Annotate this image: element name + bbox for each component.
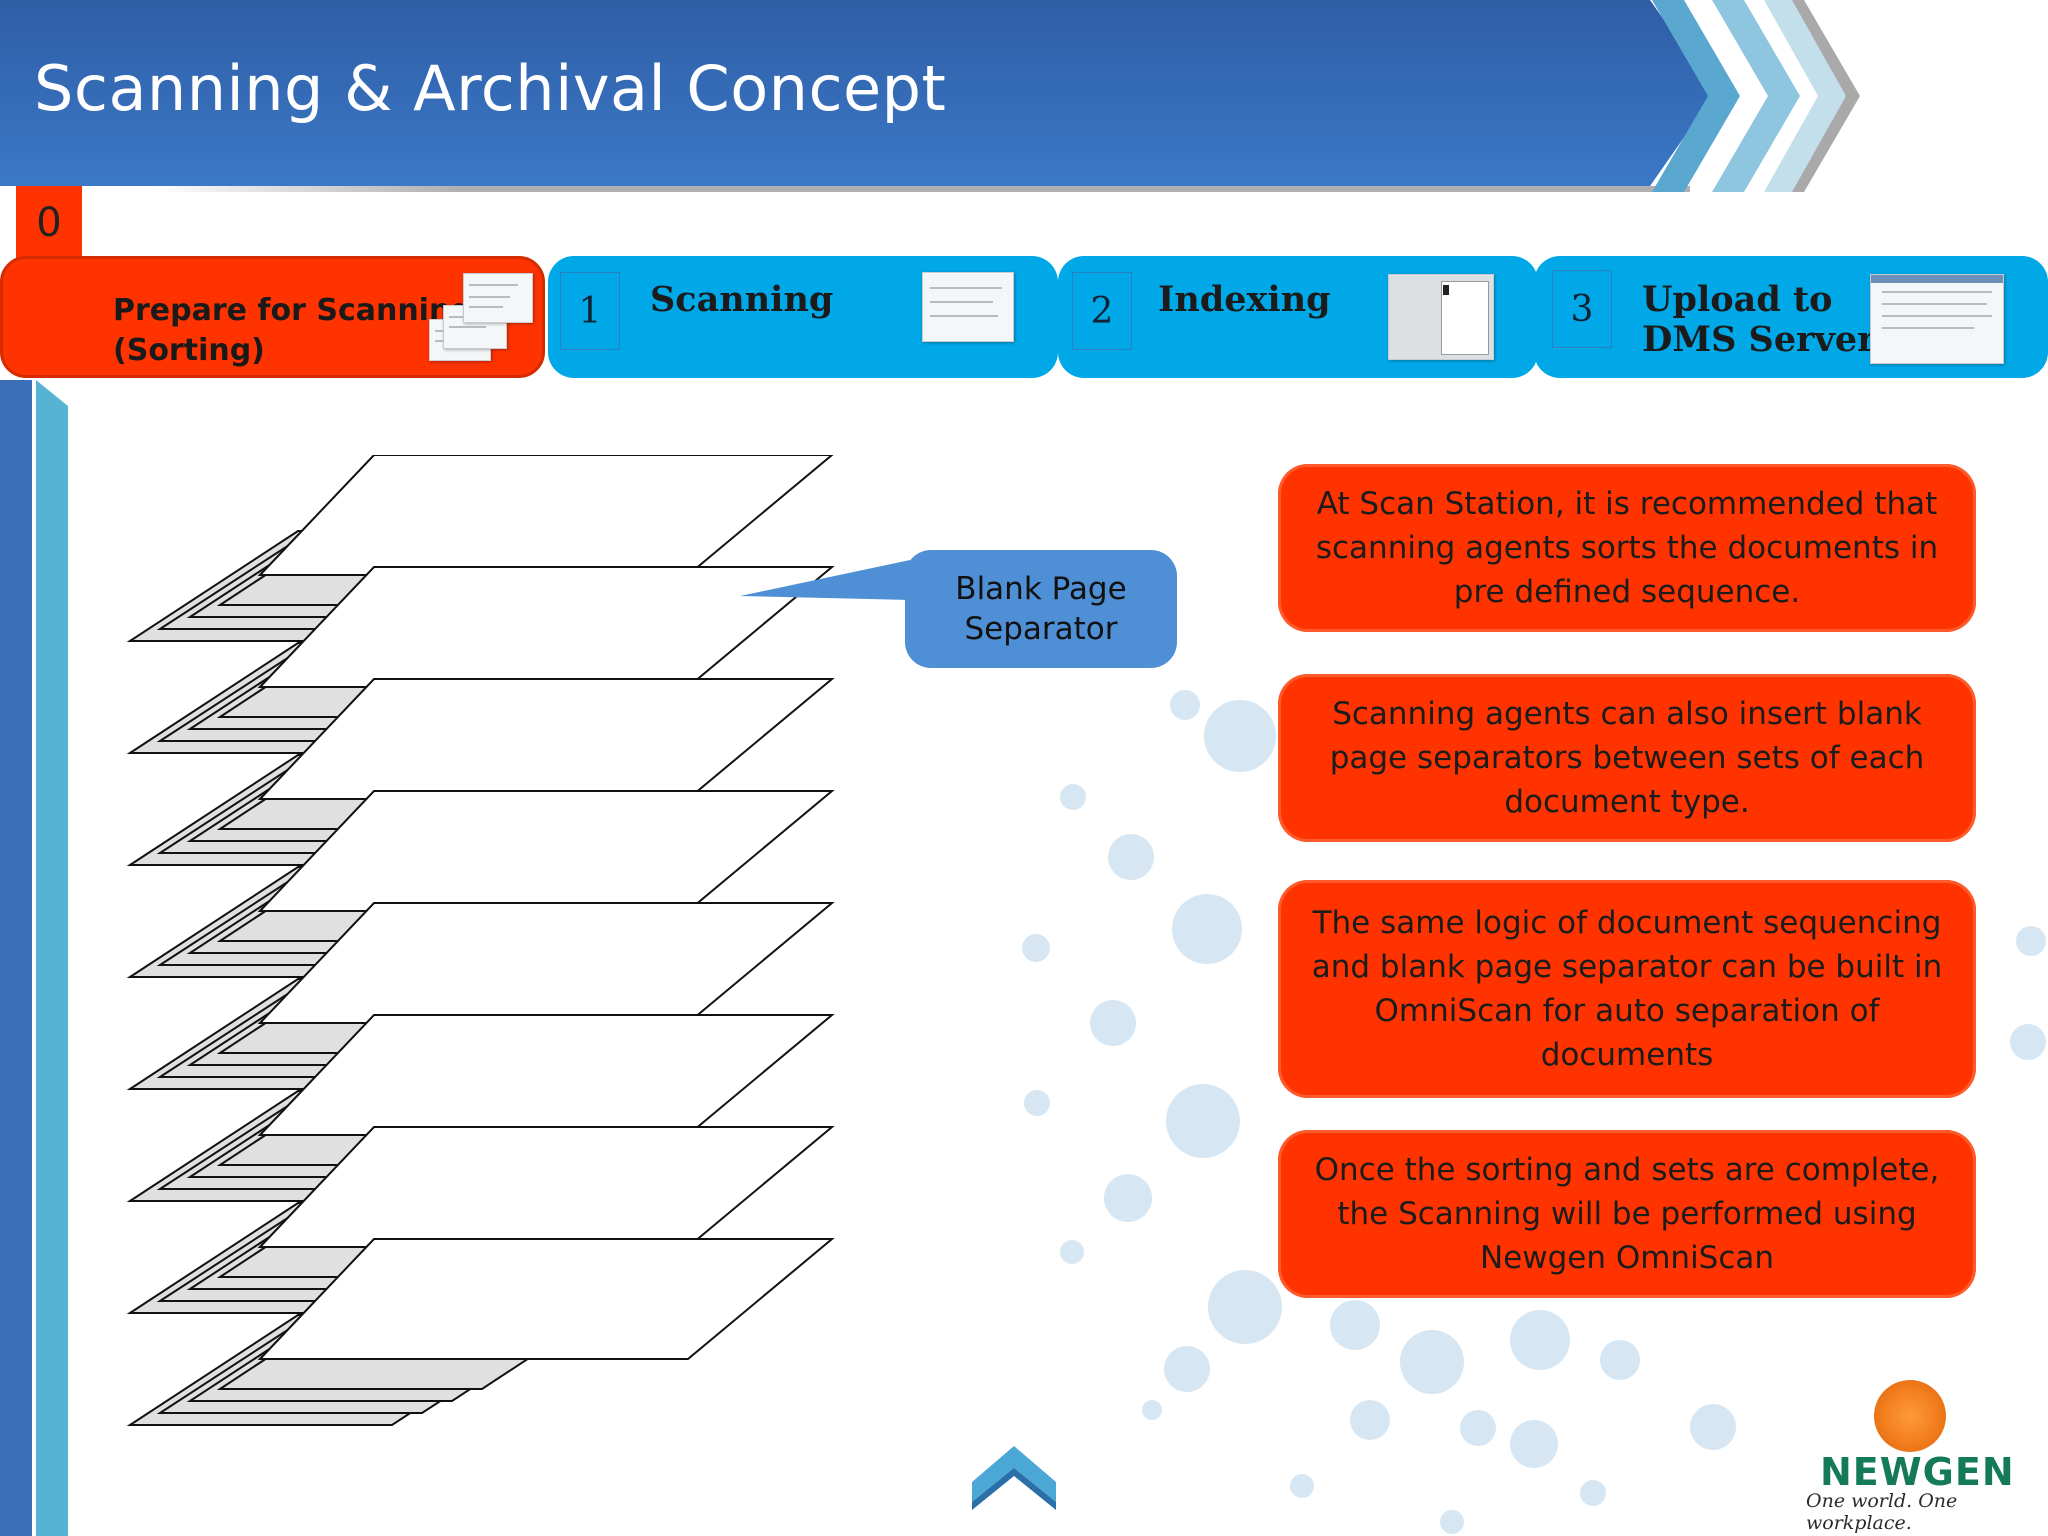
callout-pointer — [740, 560, 910, 600]
callout-line1: Blank Page — [955, 571, 1127, 607]
step-label: Indexing — [1158, 279, 1331, 320]
chevron-right-icon — [1712, 0, 1800, 192]
info-box: Scanning agents can also insert blank pa… — [1278, 674, 1976, 842]
logo-wordmark: NEWGEN — [1820, 1450, 2015, 1494]
blank-page-separator-callout: Blank Page Separator — [905, 550, 1177, 668]
newgen-logo-icon — [1874, 1380, 1946, 1452]
step-number: 1 — [560, 272, 620, 350]
step-scanning[interactable]: 1 Scanning — [548, 256, 1058, 378]
callout-line2: Separator — [964, 611, 1118, 647]
step-prepare-for-scanning[interactable]: Prepare for Scanning (Sorting) — [0, 256, 545, 378]
step-label-line1: Upload to — [1642, 279, 1833, 320]
indexing-screen-thumbnail — [1388, 274, 1494, 360]
header-shadow — [150, 186, 1690, 192]
step-label: Prepare for Scanning (Sorting) — [113, 291, 472, 371]
chevron-up-icon[interactable] — [972, 1446, 1056, 1516]
step-label-line2: DMS Server — [1642, 319, 1876, 360]
step-label: Scanning — [650, 279, 834, 320]
logo-tagline: One world. One workplace. — [1806, 1490, 1958, 1534]
step-upload-dms[interactable]: 3 Upload to DMS Server — [1534, 256, 2048, 378]
dms-server-thumbnail — [1870, 274, 2004, 364]
step-number: 2 — [1072, 272, 1132, 350]
step-label: Upload to DMS Server — [1642, 280, 1876, 360]
info-box: Once the sorting and sets are complete, … — [1278, 1130, 1976, 1298]
page-title: Scanning & Archival Concept — [34, 52, 947, 125]
info-box: At Scan Station, it is recommended that … — [1278, 464, 1976, 632]
step-label-line1: Prepare for Scanning — [113, 293, 472, 328]
step-number: 3 — [1552, 270, 1612, 348]
chevron-right-icon — [1764, 0, 1860, 192]
scanned-page-thumbnail — [922, 272, 1014, 342]
header-banner — [0, 0, 1715, 186]
left-accent-bar-light — [36, 380, 68, 1536]
info-box: The same logic of document sequencing an… — [1278, 880, 1976, 1098]
left-accent-bar — [0, 380, 32, 1536]
step-indexing[interactable]: 2 Indexing — [1058, 256, 1538, 378]
step-number-badge: 0 — [16, 186, 82, 260]
document-thumbnail — [463, 273, 533, 323]
step-label-line2: (Sorting) — [113, 333, 265, 368]
chevron-right-icon — [1652, 0, 1740, 192]
